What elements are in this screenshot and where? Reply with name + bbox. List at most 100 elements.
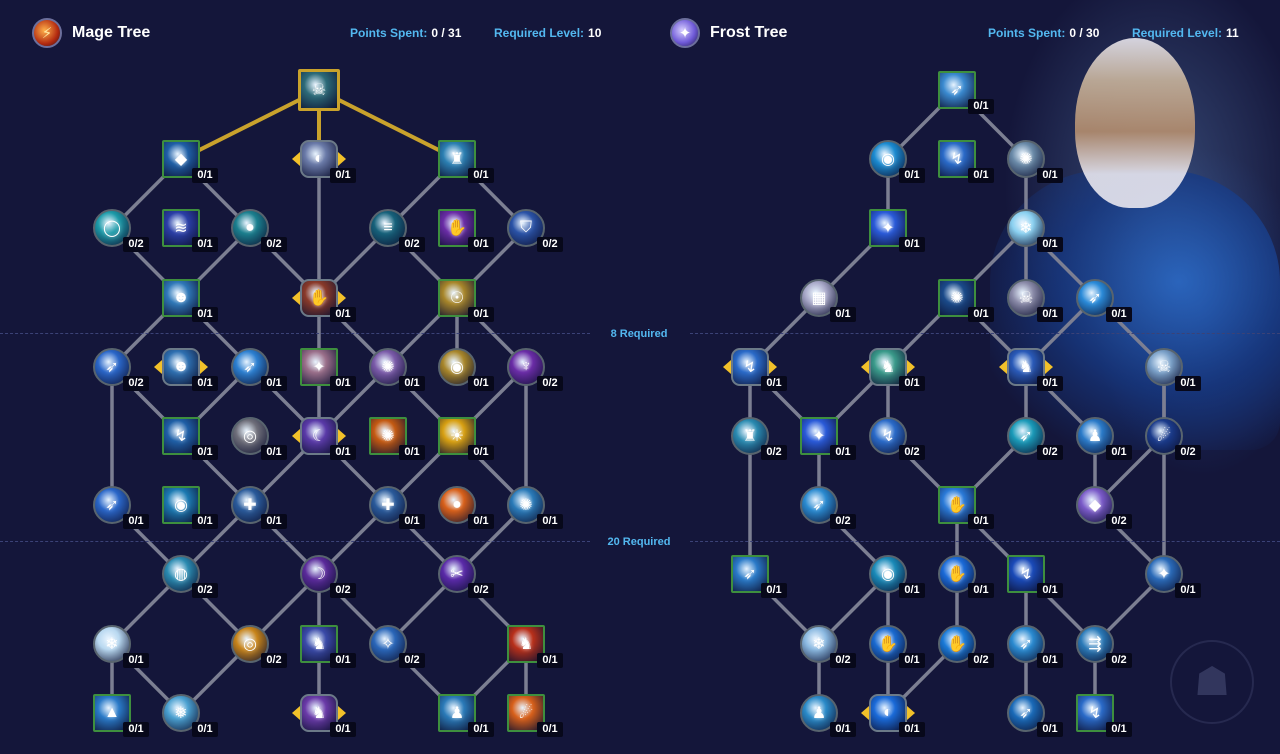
mage-talent-arcane-vortex[interactable]: ◉0/1	[162, 486, 218, 530]
mage-talent-fireball[interactable]: ●0/1	[438, 486, 494, 530]
frost-talent-frost-streak[interactable]: ➶0/1	[1007, 624, 1063, 668]
frost-talent-frost-runner[interactable]: ♟0/1	[800, 693, 856, 737]
mage-talent-arcane-rings[interactable]: ≡0/2	[369, 209, 425, 253]
mage-talent-fire-burst[interactable]: ☀0/1	[438, 417, 494, 460]
mage-talent-arcane-crystal[interactable]: ◆0/1	[162, 140, 218, 184]
mage-talent-arcane-shield[interactable]: ⛉0/2	[507, 209, 563, 253]
mage-talent-wizard-tower[interactable]: ♜0/1	[438, 140, 494, 184]
mage-talent-arcane-sphere[interactable]: ●0/2	[231, 209, 287, 253]
mage-talent-void-claw[interactable]: ♆0/2	[507, 347, 563, 391]
frost-talent-ice-storm[interactable]: ✦0/1	[800, 417, 856, 460]
frost-talent-ice-nova[interactable]: ❄0/1	[1007, 209, 1063, 253]
mage-talent-ice-shard[interactable]: ➶0/1	[231, 347, 287, 391]
frost-talent-frost-pillar[interactable]: ♜0/2	[731, 417, 787, 460]
mage-talent-fire-spiral[interactable]: ✺0/1	[369, 417, 425, 460]
mage-talent-frost-lance[interactable]: ➶0/1	[93, 486, 149, 530]
frost-talent-frost-palm[interactable]: ✋0/1	[938, 555, 994, 599]
choice-left-arrow-icon[interactable]	[292, 152, 300, 167]
mage-talent-wizard-figure[interactable]: ♞0/1	[300, 624, 356, 668]
mage-talent-arcane-plus[interactable]: ✚0/1	[369, 486, 425, 530]
frost-talent-frost-skull[interactable]: ☠0/1	[1007, 278, 1063, 322]
frost-talent-frost-spear[interactable]: ➶0/1	[938, 71, 994, 114]
mage-talent-frost-armor[interactable]: ❅0/1	[162, 693, 218, 737]
frost-talent-ice-volley[interactable]: ↯0/1	[1076, 693, 1132, 737]
frost-talent-frost-hand[interactable]: ✋0/1	[938, 486, 994, 530]
choice-right-arrow-icon[interactable]	[338, 705, 346, 720]
mage-talent-meteor[interactable]: ☄0/1	[507, 693, 563, 737]
frost-talent-frost-guardian[interactable]: ♞0/1	[861, 347, 925, 391]
choice-right-arrow-icon[interactable]	[200, 359, 208, 374]
choice-right-arrow-icon[interactable]	[769, 359, 777, 374]
frost-talent-frost-orb[interactable]: ◉0/1	[869, 140, 925, 184]
frost-talent-frost-arrow[interactable]: ➶0/2	[1007, 417, 1063, 460]
mage-talent-arcane-slash[interactable]: ↯0/1	[162, 417, 218, 460]
frost-talent-frost-cyclone[interactable]: ✺0/1	[1007, 140, 1063, 184]
mage-talent-dark-mage[interactable]: ♞0/1	[292, 693, 356, 737]
mage-talent-void-moon[interactable]: ☽0/2	[300, 555, 356, 599]
mage-talent-fire-beast[interactable]: ♞0/1	[507, 624, 563, 668]
frost-talent-ice-dart[interactable]: ➶0/2	[800, 486, 856, 530]
frost-talent-frost-star[interactable]: ✦0/1	[1145, 555, 1201, 599]
mage-talent-arcane-mind[interactable]: ☻0/1	[154, 347, 218, 391]
mage-talent-pink-burst[interactable]: ✦0/1	[300, 347, 356, 391]
mage-talent-arcane-orb[interactable]: ◯0/2	[93, 209, 149, 253]
mage-talent-frost-sigil[interactable]: ✺0/1	[507, 486, 563, 530]
frost-talent-frost-rune[interactable]: ✺0/1	[938, 278, 994, 322]
mage-talent-frost-web[interactable]: ◍0/2	[162, 555, 218, 599]
choice-right-arrow-icon[interactable]	[338, 429, 346, 443]
mage-talent-arcane-face[interactable]: ☻0/1	[162, 278, 218, 322]
choice-right-arrow-icon[interactable]	[338, 290, 346, 305]
frost-talent-ice-fist[interactable]: ✋0/2	[938, 624, 994, 668]
choice-right-arrow-icon[interactable]	[338, 152, 346, 167]
mage-talent-void-crescent[interactable]: ☾0/1	[292, 417, 356, 460]
choice-right-arrow-icon[interactable]	[1045, 359, 1053, 374]
frost-talent-ice-claw[interactable]: ↯0/1	[723, 347, 787, 391]
mage-talent-void-claw-strike[interactable]: ✂0/2	[438, 555, 494, 599]
frost-talent-frost-ward-split[interactable]: ◐0/1	[861, 693, 925, 737]
frost-talent-blizzard[interactable]: ❄0/2	[800, 624, 856, 668]
choice-left-arrow-icon[interactable]	[292, 705, 300, 720]
mage-talent-stone-ring[interactable]: ◎0/1	[231, 417, 287, 460]
mage-talent-arcane-skull[interactable]: ☠	[298, 69, 340, 111]
frost-talent-frost-shards[interactable]: ↯0/2	[869, 417, 925, 460]
frost-talent-ice-bolt[interactable]: ➶0/1	[1076, 278, 1132, 322]
frost-talent-crystal-shard[interactable]: ◆0/2	[1076, 486, 1132, 530]
mage-talent-arcane-cross[interactable]: ✚0/1	[231, 486, 287, 530]
frost-talent-frost-knight[interactable]: ♞0/1	[999, 347, 1063, 391]
frost-talent-ice-wave[interactable]: ➶0/1	[1007, 693, 1063, 737]
choice-left-arrow-icon[interactable]	[154, 359, 162, 374]
fire-staff-icon: ⚡	[32, 18, 62, 48]
frost-talent-ice-arrows[interactable]: ⇶0/2	[1076, 624, 1132, 668]
frost-talent-ice-skull[interactable]: ☠0/1	[1145, 347, 1201, 391]
frost-talent-frost-sphere[interactable]: ◉0/1	[869, 555, 925, 599]
mage-talent-arcane-seal[interactable]: ✺0/1	[369, 347, 425, 391]
mage-talent-fire-ring[interactable]: ◎0/2	[231, 624, 287, 668]
choice-left-arrow-icon[interactable]	[861, 705, 869, 720]
choice-left-arrow-icon[interactable]	[723, 359, 731, 374]
mage-talent-frost-figure[interactable]: ♟0/1	[438, 693, 494, 737]
mage-talent-golden-eye[interactable]: ◉0/1	[438, 347, 494, 391]
mage-talent-arcane-split[interactable]: ◐0/1	[292, 140, 356, 184]
mage-talent-burning-hand[interactable]: ✋0/1	[292, 278, 356, 322]
mage-talent-shadow-hand[interactable]: ✋0/1	[438, 209, 494, 253]
choice-right-arrow-icon[interactable]	[907, 705, 915, 720]
frost-talent-frost-burst[interactable]: ✦0/1	[869, 209, 925, 253]
mage-talent-arcane-tendril[interactable]: ≋0/1	[162, 209, 218, 253]
frost-talent-frost-grip[interactable]: ✋0/1	[869, 624, 925, 668]
mage-talent-ice-spike[interactable]: ▲0/1	[93, 693, 149, 737]
choice-right-arrow-icon[interactable]	[907, 359, 915, 374]
frost-talent-ice-lance[interactable]: ➶0/1	[731, 555, 787, 599]
frost-talent-frost-ward[interactable]: ▦0/1	[800, 278, 856, 322]
choice-left-arrow-icon[interactable]	[999, 359, 1007, 374]
mage-talent-golden-rune[interactable]: ☉0/1	[438, 278, 494, 322]
frost-talent-frost-dancer[interactable]: ♟0/1	[1076, 417, 1132, 460]
frost-talent-frost-beam[interactable]: ↯0/1	[1007, 555, 1063, 599]
mage-talent-snowflake[interactable]: ❄0/1	[93, 624, 149, 668]
choice-left-arrow-icon[interactable]	[292, 290, 300, 305]
mage-talent-arcane-spark[interactable]: ✧0/2	[369, 624, 425, 668]
mage-talent-frost-bolt[interactable]: ➶0/2	[93, 347, 149, 391]
frost-talent-comet[interactable]: ☄0/2	[1145, 417, 1201, 460]
frost-talent-ice-shards[interactable]: ↯0/1	[938, 140, 994, 184]
choice-left-arrow-icon[interactable]	[861, 359, 869, 374]
choice-left-arrow-icon[interactable]	[292, 429, 300, 443]
